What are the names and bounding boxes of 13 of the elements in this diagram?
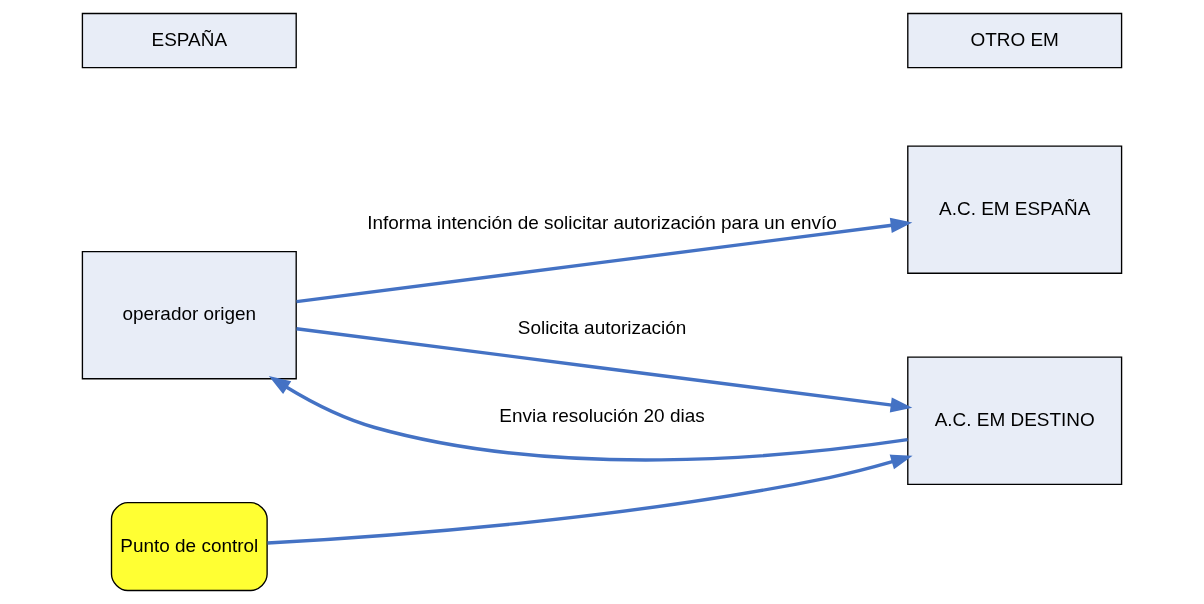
node-box: A.C. EM ESPAÑA bbox=[907, 145, 1123, 274]
arrow bbox=[296, 217, 913, 304]
edge-label: Envia resolución 20 dias bbox=[499, 405, 705, 427]
node-box: OTRO EM bbox=[907, 12, 1123, 69]
node-box: Punto de control bbox=[110, 501, 268, 592]
edge-label: Informa intención de solicitar autorización para un envío bbox=[367, 211, 837, 233]
node-box: operador origen bbox=[81, 250, 297, 380]
arrow bbox=[268, 376, 908, 462]
arrow bbox=[296, 327, 913, 413]
edge-label: Solicita autorización bbox=[517, 317, 687, 339]
node-box: ESPAÑA bbox=[81, 12, 297, 69]
arrow bbox=[267, 454, 913, 545]
node-box: A.C. EM DESTINO bbox=[907, 356, 1123, 485]
